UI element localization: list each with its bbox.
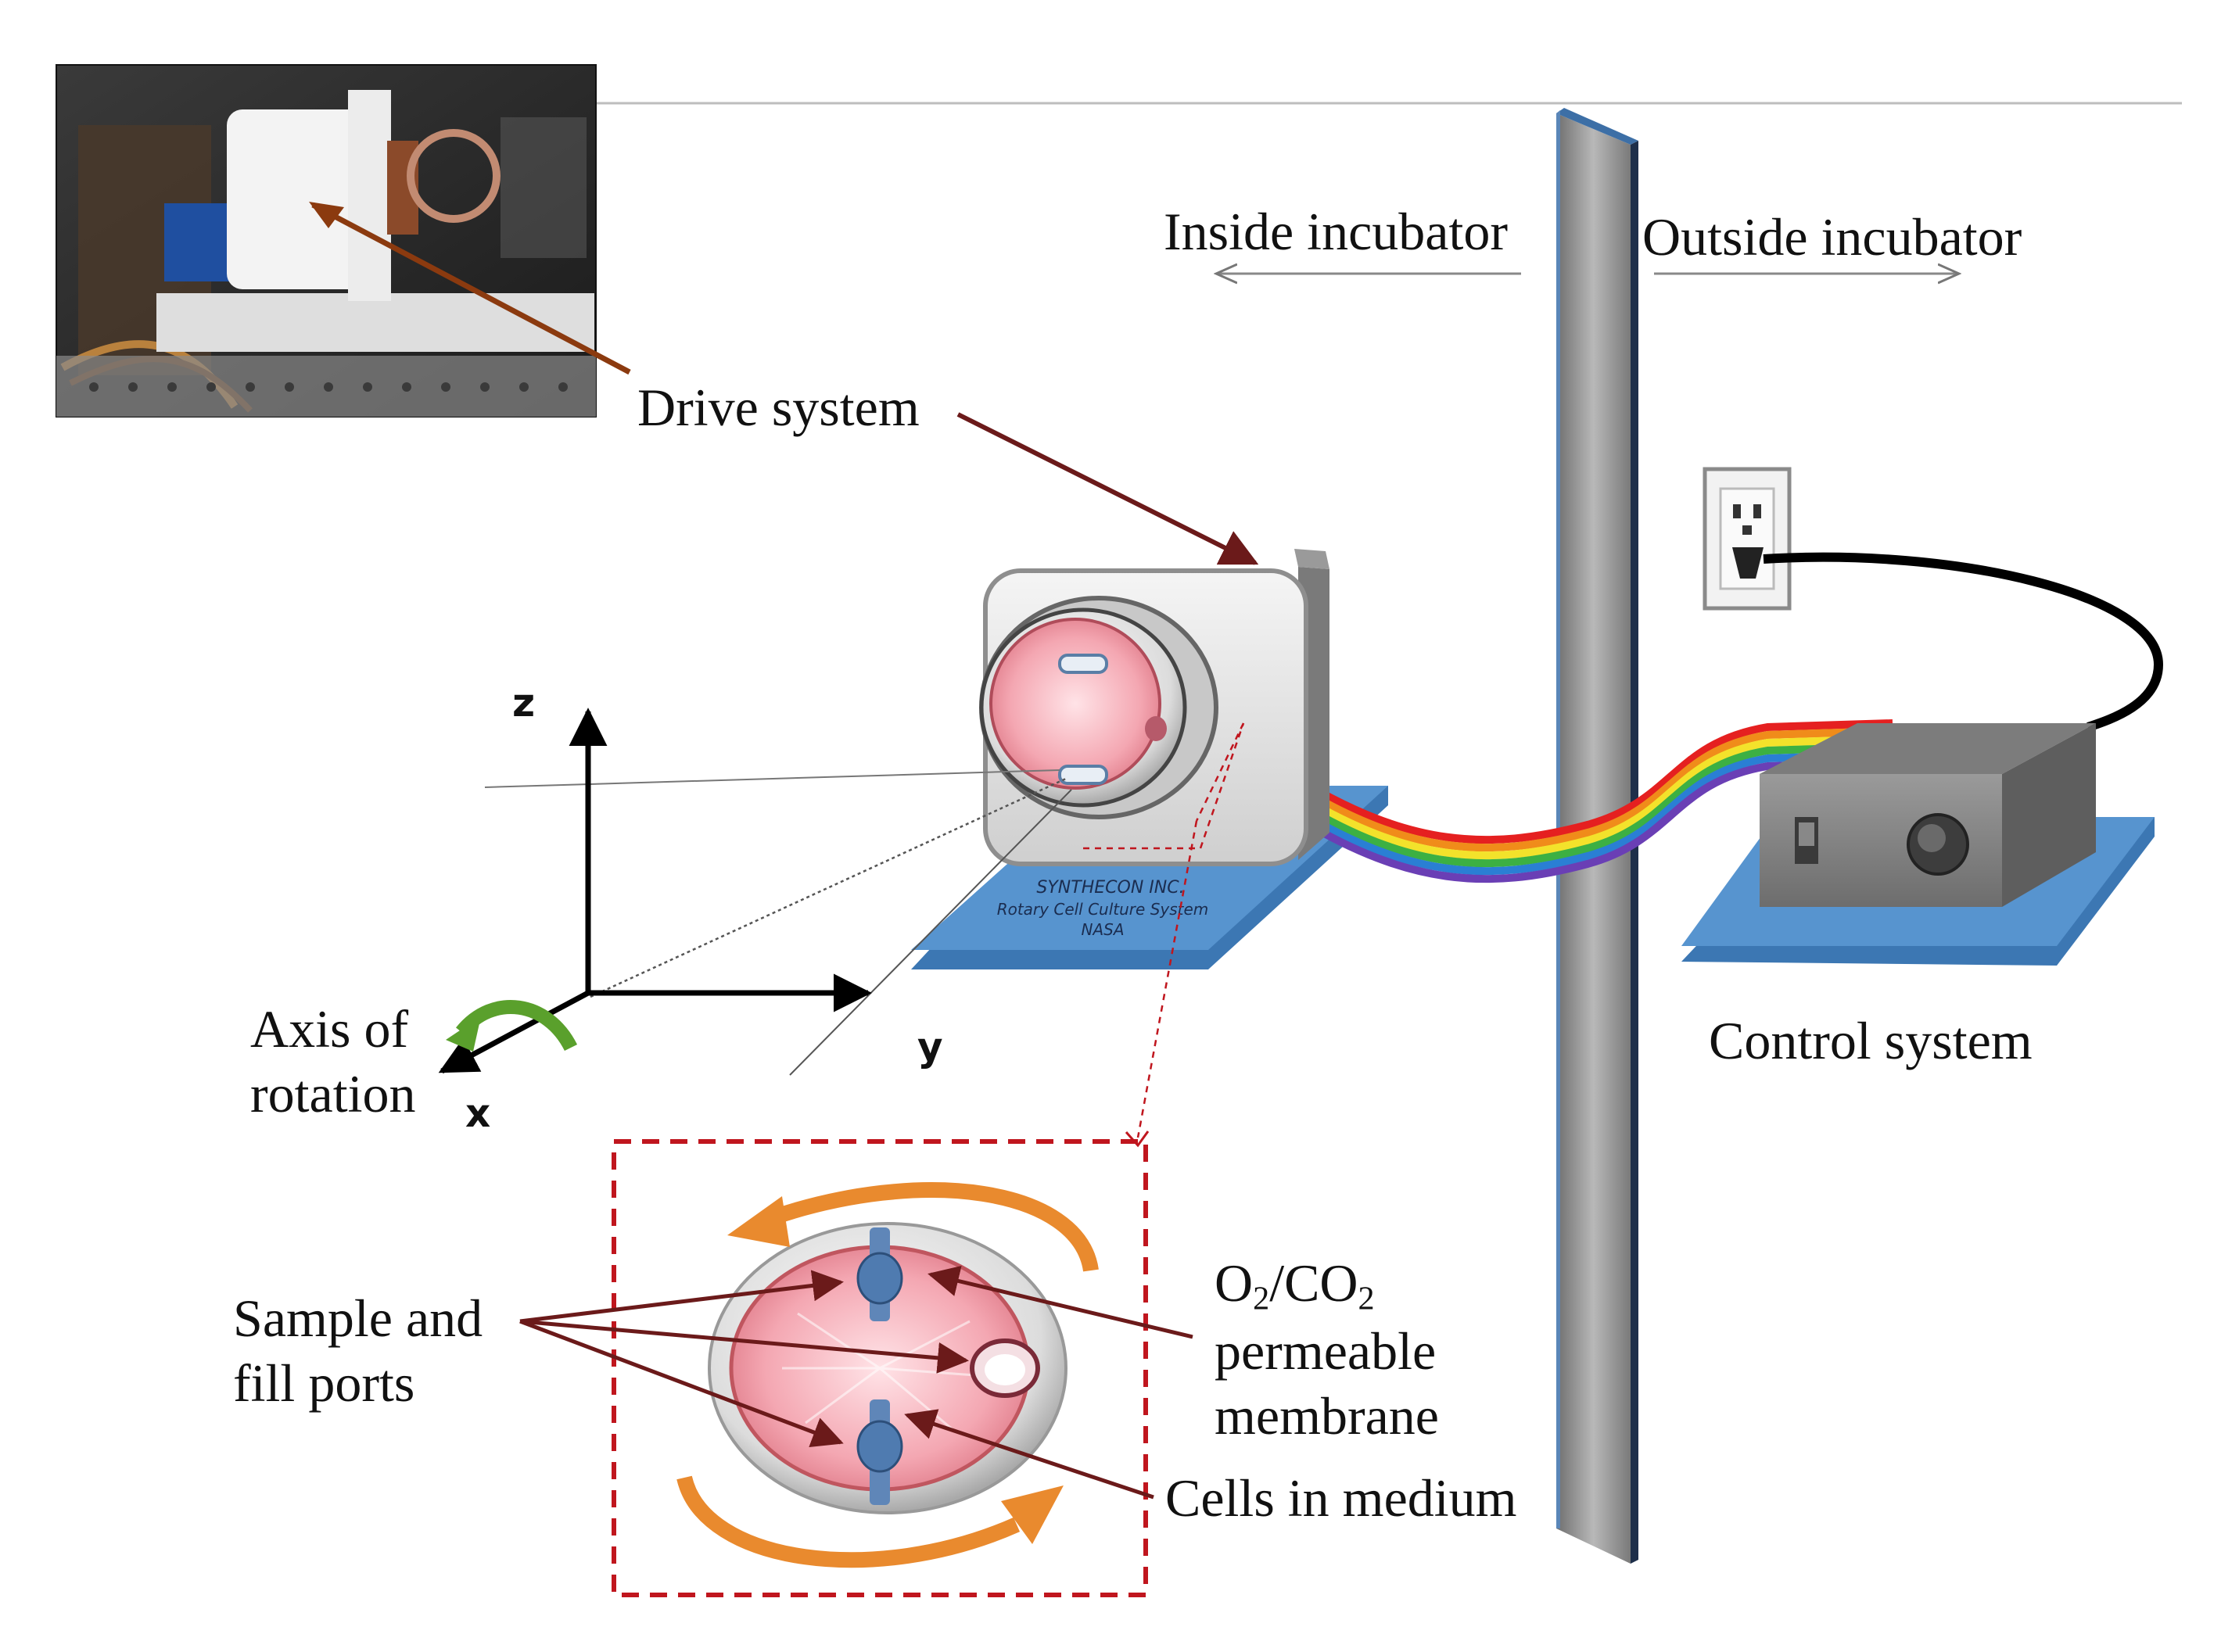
sample-fill-line1: Sample and	[233, 1288, 483, 1348]
membrane-label: O2/CO2 permeable membrane	[1215, 1251, 1439, 1449]
inset-link-lines	[1083, 722, 1245, 1138]
drive-system-label: Drive system	[637, 378, 920, 437]
membrane-line3: membrane	[1215, 1385, 1439, 1446]
control-unit	[1760, 723, 2096, 907]
control-system-label: Control system	[1709, 1011, 2033, 1070]
membrane-arrow	[928, 1265, 1193, 1339]
coordinate-axes	[438, 708, 872, 1074]
projection-line-2	[789, 789, 1072, 1076]
membrane-formula: O2/CO2	[1215, 1253, 1375, 1317]
outside-incubator-label: Outside incubator	[1642, 207, 2022, 267]
drive-system-photo	[56, 64, 597, 417]
inside-incubator-label: Inside incubator	[1164, 202, 1508, 261]
vessel-detail	[708, 1222, 1067, 1514]
membrane-line2: permeable	[1215, 1321, 1437, 1381]
axis-of-rotation-label: Axis of rotation	[250, 997, 416, 1127]
axis-of-rotation-line2: rotation	[250, 1063, 416, 1123]
rotation-axis-line	[484, 769, 1060, 788]
rotation-axis-arrow	[455, 1000, 578, 1052]
power-outlet-icon	[1703, 467, 1792, 611]
axis-of-rotation-line1: Axis of	[250, 999, 409, 1059]
sample-port-arrows	[519, 1270, 969, 1447]
power-cord	[1763, 552, 2164, 732]
base-plate-text-1: SYNTHECON INC.	[1036, 878, 1184, 898]
axis-y-label: y	[917, 1024, 943, 1070]
axis-z-label: z	[512, 680, 536, 726]
cells-in-medium-label: Cells in medium	[1165, 1468, 1517, 1528]
vessel-detail-box	[612, 1139, 1148, 1597]
base-plate-text-3: NASA	[1081, 920, 1124, 939]
drive-unit	[979, 549, 1329, 866]
drive-pointer-arrow	[956, 412, 1259, 565]
sample-fill-line2: fill ports	[233, 1353, 415, 1413]
photo-pointer-arrow	[311, 202, 631, 375]
sample-fill-ports-label: Sample and fill ports	[233, 1286, 483, 1416]
vessel-rotation-arrows	[676, 1182, 1099, 1568]
base-plate-text-2: Rotary Cell Culture System	[997, 900, 1209, 919]
rainbow-ribbon-cable	[1300, 719, 1893, 883]
cells-arrow	[904, 1409, 1154, 1500]
axis-x-label: x	[465, 1091, 491, 1136]
